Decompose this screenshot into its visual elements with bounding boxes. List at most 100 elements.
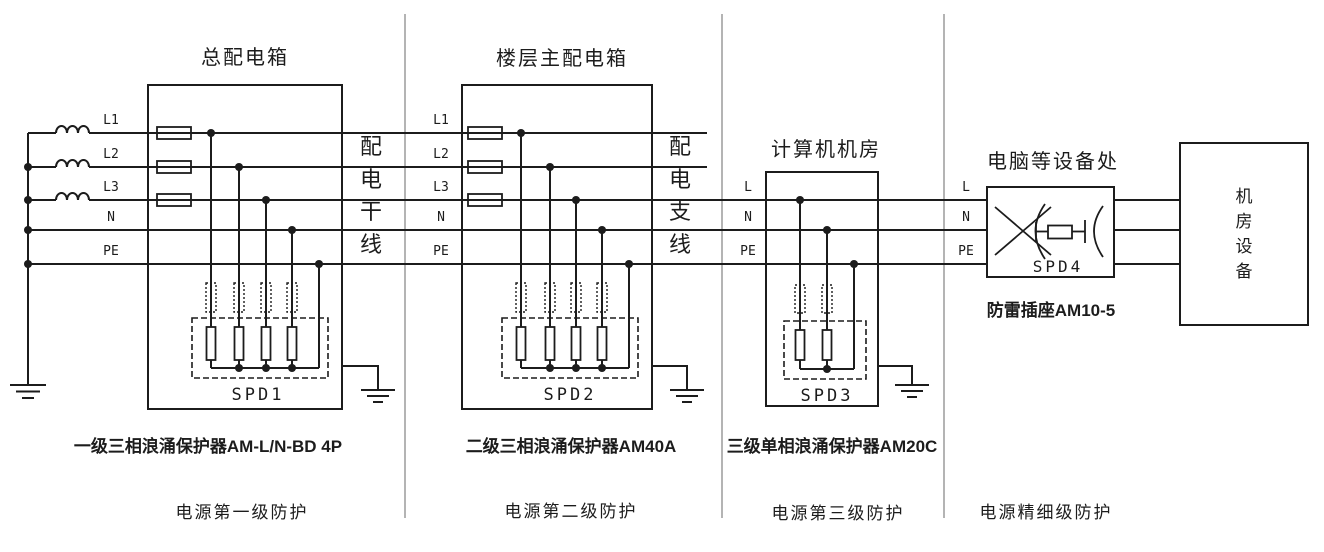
mov-icon	[821, 329, 833, 361]
junction-dot	[546, 364, 554, 372]
spd1-assembly	[191, 129, 395, 403]
junction-dot	[24, 226, 32, 234]
equipment-box-label: 机房设备	[1235, 187, 1253, 281]
junction-dot	[572, 364, 580, 372]
disconnector-icon	[821, 284, 833, 314]
section1-title: 总配电箱	[201, 47, 289, 69]
junction-dot	[288, 226, 296, 234]
disconnector-icon	[260, 282, 272, 313]
trunk-bus-label: 配电干线	[359, 134, 382, 257]
junction-dot	[546, 163, 554, 171]
inductor-icon	[55, 159, 90, 168]
junction-dot	[262, 364, 270, 372]
junction-dots	[207, 129, 323, 372]
mov-icon	[233, 326, 245, 361]
junction-dot	[598, 226, 606, 234]
mov-icon	[515, 326, 527, 361]
disconnector-icons	[515, 282, 608, 313]
fuse-icon	[156, 126, 192, 140]
mov-icon	[794, 329, 806, 361]
inductor-icon	[55, 125, 90, 134]
spd2-device-label: 二级三相浪涌保护器AM40A	[465, 437, 677, 456]
inductor-icon	[55, 192, 90, 201]
junction-dot	[572, 196, 580, 204]
fuse-icon	[156, 193, 192, 207]
ground-icon	[878, 365, 929, 398]
spd4-device-label: 防雷插座AM10-5	[986, 301, 1116, 320]
junction-dot	[315, 260, 323, 268]
spd2-risers	[520, 133, 630, 368]
branch-bus-label: 配电支线	[668, 134, 691, 257]
spd2-label: SPD2	[543, 385, 597, 405]
junction-dot	[598, 364, 606, 372]
disconnector-icon	[544, 282, 556, 313]
junction-dot	[625, 260, 633, 268]
wire-label-l2: L2	[103, 147, 119, 162]
spd3-risers	[799, 200, 855, 369]
computer-room-box-outline	[765, 171, 879, 407]
mov-icon	[570, 326, 582, 361]
disconnector-icon	[794, 284, 806, 314]
wire-label-pe: PE	[433, 244, 449, 259]
junction-dots	[24, 163, 32, 268]
junction-dot	[24, 260, 32, 268]
disconnector-icon	[596, 282, 608, 313]
wire-label-n: N	[437, 210, 445, 225]
wire-label-pe: PE	[103, 244, 119, 259]
mov-icon	[596, 326, 608, 361]
spd4-label: SPD4	[1032, 257, 1084, 276]
junction-dots	[796, 196, 858, 373]
wire-label-l3: L3	[433, 180, 449, 195]
wire-label-n: N	[107, 210, 115, 225]
section4-title: 电脑等设备处	[987, 151, 1119, 173]
mov-icon	[286, 326, 298, 361]
spd3-assembly	[783, 196, 929, 398]
junction-dot	[24, 163, 32, 171]
fuse-icon	[467, 126, 503, 140]
wire-label-pe: PE	[958, 244, 974, 259]
junction-dot	[517, 129, 525, 137]
junction-dot	[796, 196, 804, 204]
ground-icon	[342, 365, 395, 403]
junction-dot	[823, 226, 831, 234]
fuse-icon	[156, 160, 192, 174]
wire-label-pe: PE	[740, 244, 756, 259]
junction-dot	[823, 365, 831, 373]
junction-dot	[24, 196, 32, 204]
spd1-label: SPD1	[231, 385, 285, 405]
plug-socket-filter-icon	[994, 203, 1104, 260]
stage4-label: 电源精细级防护	[979, 503, 1113, 522]
stage2-label: 电源第二级防护	[504, 502, 638, 521]
mov-icon	[260, 326, 272, 361]
mov-icon	[544, 326, 556, 361]
junction-dot	[262, 196, 270, 204]
wire-label-l: L	[962, 180, 970, 195]
junction-dot	[288, 364, 296, 372]
section3-title: 计算机机房	[771, 139, 881, 161]
mov-icon	[205, 326, 217, 361]
incoming-feeder	[10, 125, 90, 399]
junction-dot	[235, 163, 243, 171]
ground-icon	[10, 384, 46, 399]
spd2-dashed-box	[501, 317, 639, 379]
fuse-icon	[467, 193, 503, 207]
varistor-icons	[515, 326, 608, 361]
wire-label-n: N	[962, 210, 970, 225]
disconnector-icon	[233, 282, 245, 313]
spd3-dashed-box	[783, 320, 867, 380]
varistor-icons	[794, 329, 833, 361]
wire-label-l1: L1	[103, 113, 119, 128]
wire-label-n: N	[744, 210, 752, 225]
floor-distribution-box-outline	[461, 84, 653, 410]
varistor-icons	[205, 326, 298, 361]
junction-dots	[517, 129, 633, 372]
spd1-device-label: 一级三相浪涌保护器AM-L/N-BD 4P	[73, 437, 343, 456]
wire-label-l2: L2	[433, 147, 449, 162]
spd1-dashed-box	[191, 317, 329, 379]
fuse-icon	[467, 160, 503, 174]
junction-dot	[850, 260, 858, 268]
disconnector-icon	[515, 282, 527, 313]
disconnector-icon	[286, 282, 298, 313]
